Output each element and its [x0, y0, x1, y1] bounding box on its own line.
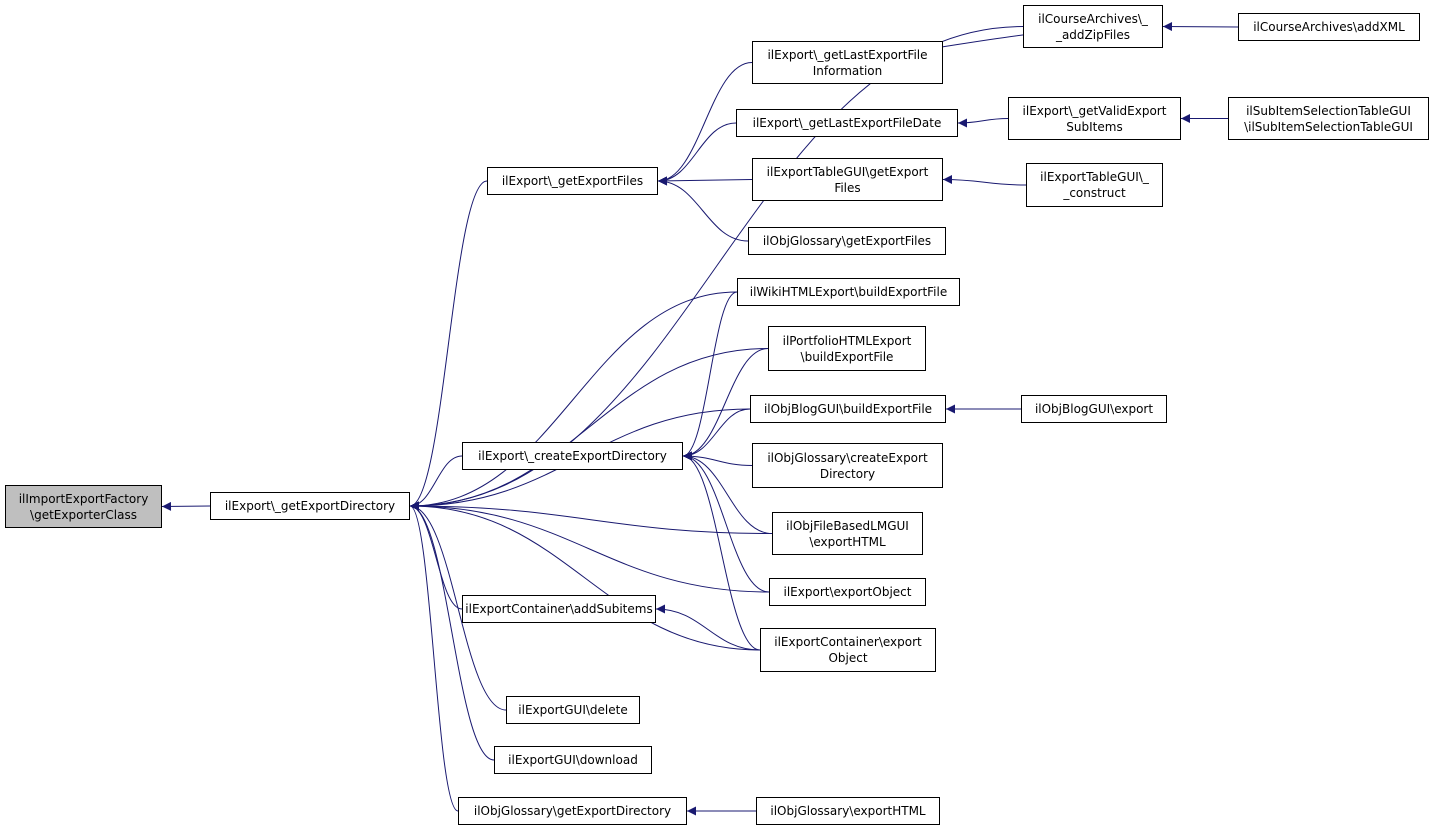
edge-glossGetExportFiles-to-getExportFiles	[657, 176, 749, 242]
edge-wikiBuild-to-getExportDirectory	[409, 291, 738, 511]
graph-node-gloss-get-export-files[interactable]: ilObjGlossary\getExportFiles	[748, 227, 946, 255]
edge-tableGetExportFiles-to-getExportFiles	[657, 176, 753, 186]
edge-getExportDirectory-to-root	[161, 501, 211, 511]
graph-node-file-based-export[interactable]: ilObjFileBasedLMGUI \exportHTML	[772, 512, 923, 555]
graph-node-root: ilImportExportFactory \getExporterClass	[5, 485, 162, 528]
edge-getLastExportFileInfo-to-getExportFiles	[657, 62, 753, 186]
graph-node-add-subitems[interactable]: ilExportContainer\addSubitems	[462, 595, 656, 623]
edge-blogBuild-to-createExportDirectory	[682, 408, 751, 461]
edge-containerExportObject-to-createExportDirectory	[682, 451, 761, 651]
graph-node-gui-download[interactable]: ilExportGUI\download	[494, 746, 652, 774]
graph-node-table-get-export-files[interactable]: ilExportTableGUI\getExport Files	[752, 158, 943, 201]
edge-fileBasedExport-to-getExportDirectory	[409, 501, 773, 534]
edge-guiDownload-to-getExportDirectory	[409, 501, 495, 761]
edge-getLastExportFileDate-to-getExportFiles	[657, 122, 737, 186]
edge-guiDelete-to-getExportDirectory	[409, 501, 507, 711]
graph-node-gloss-create-dir[interactable]: ilObjGlossary\createExport Directory	[752, 443, 943, 488]
graph-node-table-construct[interactable]: ilExportTableGUI\_ _construct	[1026, 163, 1163, 207]
edge-courseAddZipFiles-to-getExportDirectory	[409, 26, 1024, 511]
graph-node-gloss-export-html[interactable]: ilObjGlossary\exportHTML	[756, 797, 940, 825]
graph-node-course-add-zip-files[interactable]: ilCourseArchives\_ _addZipFiles	[1023, 5, 1163, 48]
graph-node-blog-build[interactable]: ilObjBlogGUI\buildExportFile	[750, 395, 946, 423]
graph-node-course-add-xml[interactable]: ilCourseArchives\addXML	[1238, 13, 1420, 41]
graph-node-create-export-directory[interactable]: ilExport\_createExportDirectory	[462, 442, 683, 470]
graph-node-blog-export[interactable]: ilObjBlogGUI\export	[1021, 395, 1167, 423]
graph-node-get-last-export-file-date[interactable]: ilExport\_getLastExportFileDate	[736, 109, 958, 137]
edge-tableConstruct-to-tableGetExportFiles	[942, 175, 1027, 186]
graph-node-gui-delete[interactable]: ilExportGUI\delete	[506, 696, 640, 724]
graph-node-export-object[interactable]: ilExport\exportObject	[769, 578, 926, 606]
edge-containerExportObject-to-getExportDirectory	[409, 501, 761, 651]
edge-glossGetExportDirectory-to-getExportDirectory	[409, 501, 459, 812]
graph-node-gloss-get-export-directory[interactable]: ilObjGlossary\getExportDirectory	[458, 797, 687, 825]
graph-node-get-export-files[interactable]: ilExport\_getExportFiles	[487, 167, 658, 195]
edge-portfolioBuild-to-createExportDirectory	[682, 348, 769, 461]
edge-getExportFiles-to-getExportDirectory	[409, 180, 488, 511]
edge-wikiBuild-to-createExportDirectory	[682, 291, 738, 461]
edge-portfolioBuild-to-getExportDirectory	[409, 348, 769, 511]
graph-node-portfolio-build[interactable]: ilPortfolioHTMLExport \buildExportFile	[768, 326, 926, 371]
edge-courseAddXML-to-courseAddZipFiles	[1162, 22, 1239, 32]
graph-node-container-export-object[interactable]: ilExportContainer\export Object	[760, 628, 936, 672]
edge-getValidSubItems-to-getLastExportFileDate	[957, 118, 1009, 128]
graph-node-wiki-build[interactable]: ilWikiHTMLExport\buildExportFile	[737, 278, 960, 306]
graph-node-get-last-export-file-info[interactable]: ilExport\_getLastExportFile Information	[752, 41, 943, 84]
graph-node-get-export-directory[interactable]: ilExport\_getExportDirectory	[210, 492, 410, 520]
edge-exportObject-to-getExportDirectory	[409, 501, 770, 593]
graph-node-get-valid-sub-items[interactable]: ilExport\_getValidExport SubItems	[1008, 97, 1181, 140]
edge-containerExportObject-to-addSubitems	[655, 604, 761, 651]
edge-fileBasedExport-to-createExportDirectory	[682, 451, 773, 534]
graph-node-sub-item-selection[interactable]: ilSubItemSelectionTableGUI \ilSubItemSel…	[1228, 97, 1429, 140]
edge-exportObject-to-createExportDirectory	[682, 451, 770, 593]
